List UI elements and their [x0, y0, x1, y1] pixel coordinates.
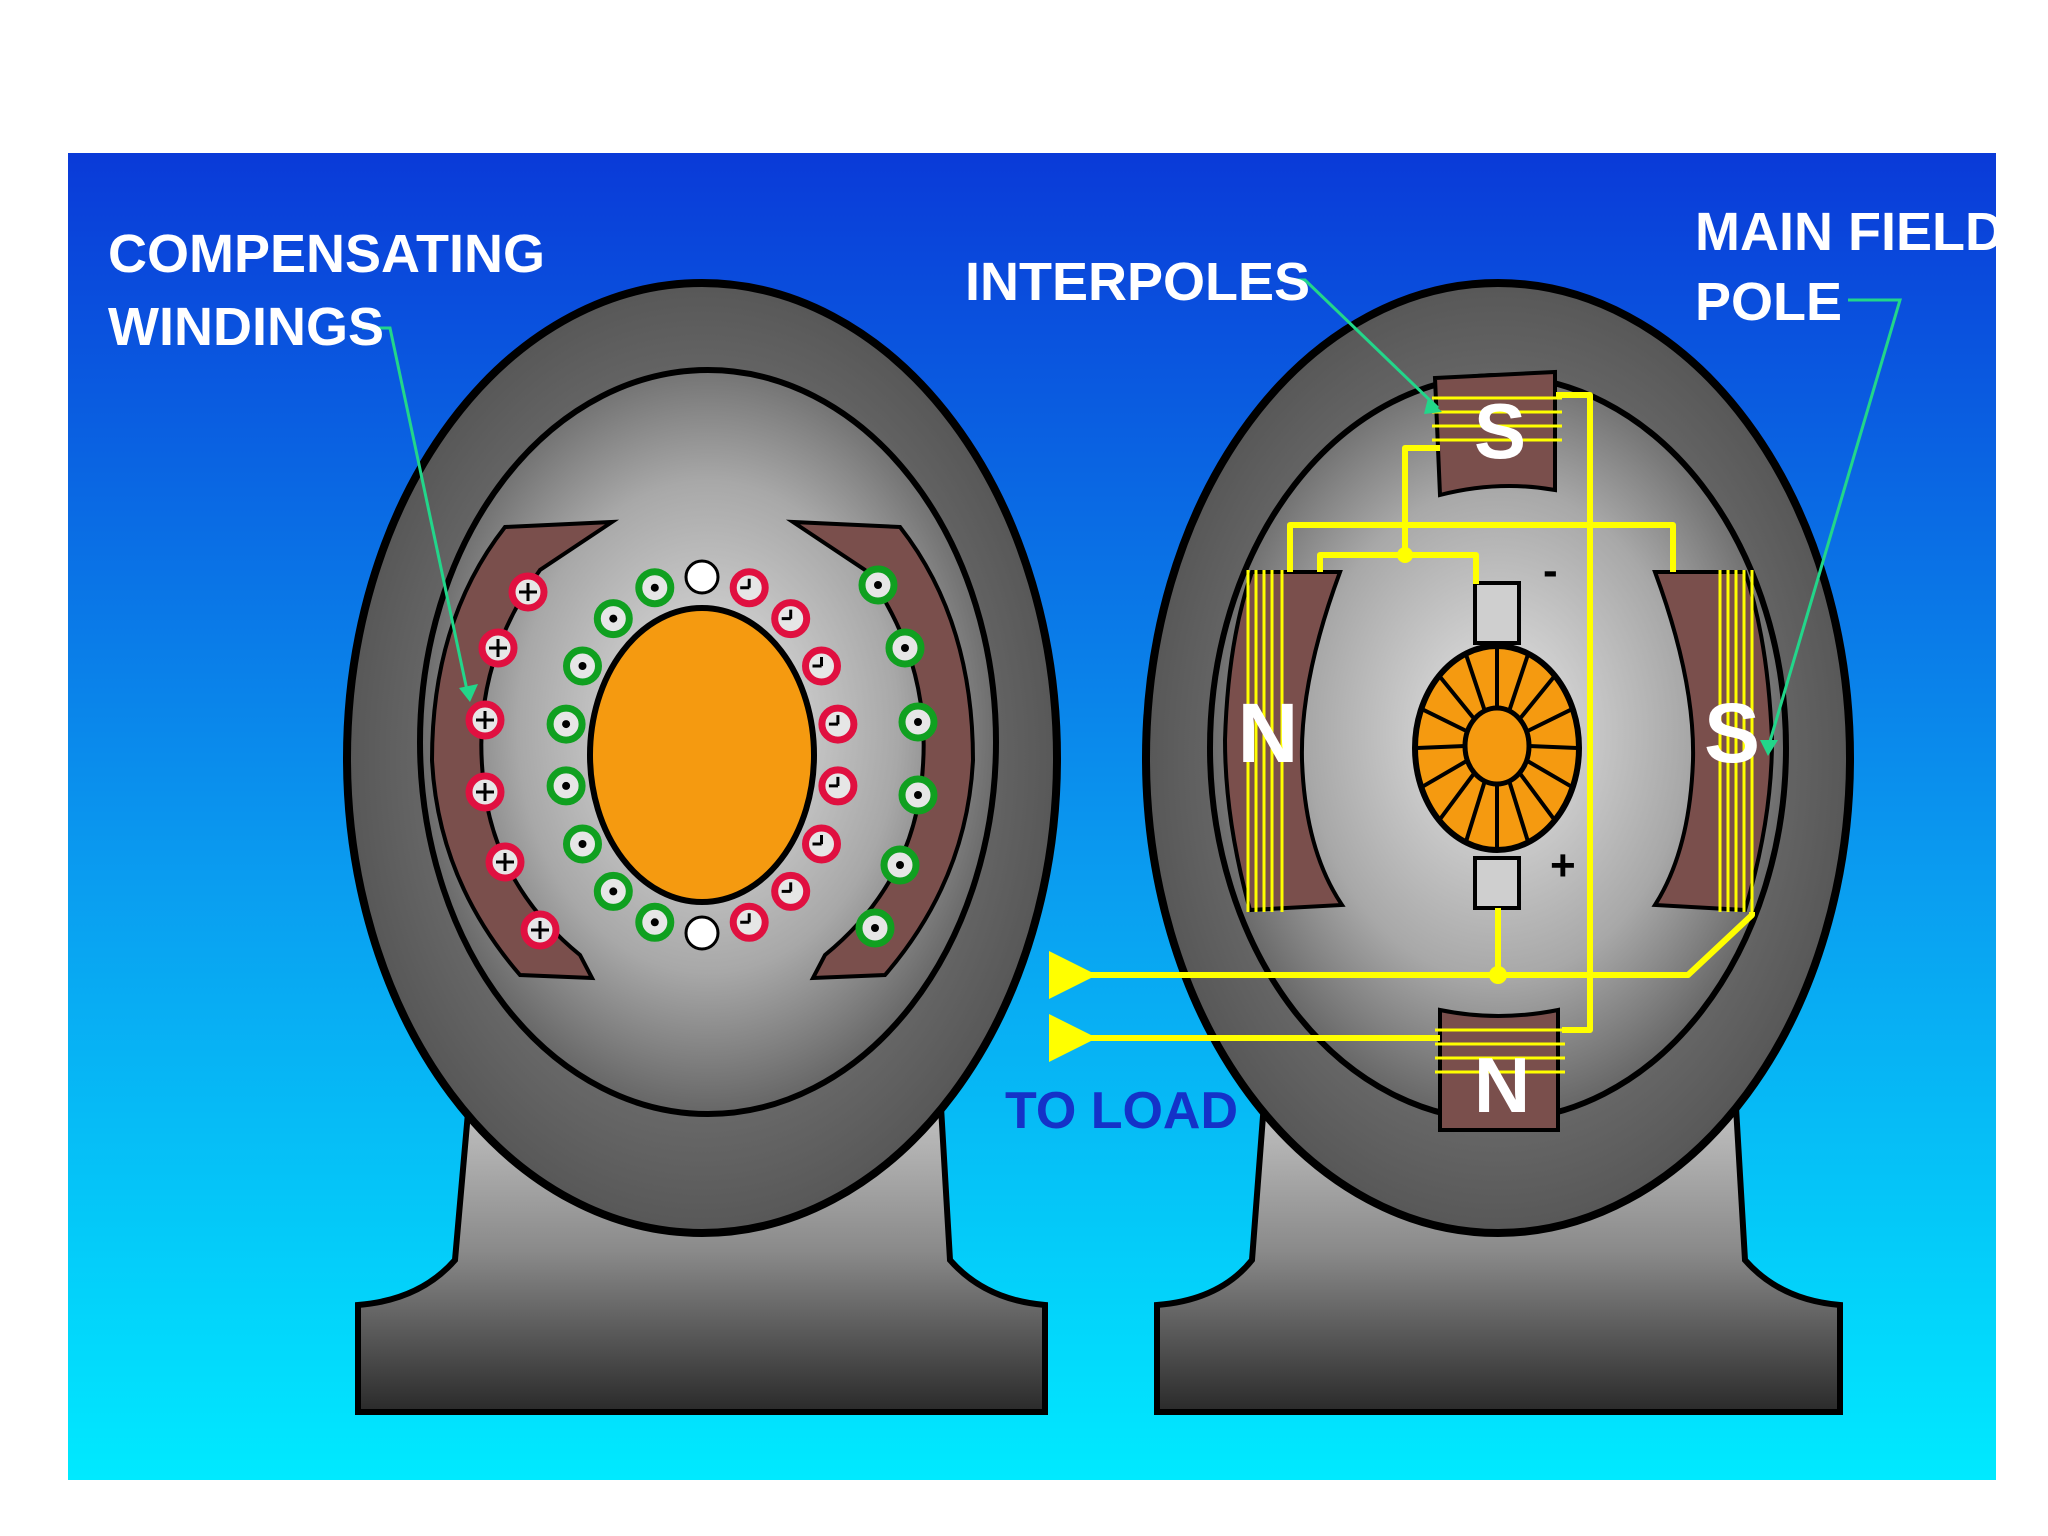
left-pole-piece-left [429, 519, 620, 981]
brush-bottom [1473, 856, 1521, 910]
compensating-conductor-mark [496, 853, 514, 871]
compensating-conductor-mark [489, 639, 507, 657]
armature-slot [1438, 676, 1476, 721]
armature-slot [1416, 744, 1466, 750]
rotor-conductor-mark [562, 720, 571, 729]
armature-slot [1517, 771, 1556, 820]
armature-slot [1464, 654, 1487, 712]
compensating-conductor-mark [519, 583, 537, 601]
armature-slot [1525, 707, 1572, 734]
compensating-conductor-mark [896, 861, 904, 869]
junction-bottom [1489, 966, 1507, 984]
left-motor [343, 279, 1061, 1415]
left-rotor [587, 605, 817, 905]
compensating-conductor-mark [531, 921, 549, 939]
armature-slot [1422, 707, 1469, 734]
compensating-conductor-mark [476, 783, 494, 801]
compensating-leader [362, 326, 470, 696]
rotor-conductor-mark [609, 614, 618, 623]
rotor-conductor-mark [828, 776, 840, 788]
compensating-conductor-mark [901, 644, 909, 652]
brush-bottom-polarity: + [1550, 841, 1576, 890]
armature-slot [1507, 780, 1530, 841]
label-main-field-line1: MAIN FIELD [1695, 202, 2004, 262]
interpoles-leader [1280, 278, 1440, 410]
main-pole-right-letter: S [1704, 686, 1760, 780]
label-interpoles: INTERPOLES [965, 252, 1310, 312]
main-pole-right-coil [1718, 570, 1754, 912]
interpole-bottom-letter: N [1474, 1041, 1530, 1129]
brush-top [1473, 581, 1521, 645]
right-motor: S N N S - + [1049, 279, 1854, 1415]
main-field-leader-arrowhead [1760, 740, 1778, 756]
rotor-conductor-mark [812, 657, 823, 668]
rotor-conductor [684, 915, 720, 951]
label-main-field-line2: POLE [1695, 272, 1842, 332]
interpoles-leader-arrowhead [1424, 398, 1442, 414]
rotor-conductor-mark [781, 609, 793, 621]
rotor-conductor-mark [740, 913, 751, 924]
rotor-conductor-mark [740, 578, 751, 590]
rotor-conductor-mark [578, 840, 587, 848]
rotor-conductor [684, 559, 720, 595]
armature-slot [1518, 676, 1556, 721]
left-pole-piece-right [785, 519, 976, 981]
commutator-hub [1462, 705, 1532, 787]
armature-slot [1528, 744, 1578, 750]
rotor-conductor-mark [812, 835, 823, 846]
rotor-conductor-mark [650, 583, 659, 592]
interpole-bottom [1438, 1007, 1560, 1132]
main-pole-left-coil [1246, 570, 1284, 912]
main-field-leader [1766, 298, 1903, 749]
compensating-conductor-mark [874, 581, 882, 589]
rotor-conductor-mark [828, 715, 840, 726]
compensating-conductor-mark [914, 791, 922, 799]
brush-top-polarity: - [1543, 546, 1558, 595]
interpole-top-coil [1432, 396, 1562, 442]
junction-top [1397, 547, 1413, 563]
armature-slot [1507, 654, 1530, 712]
interpole-top [1432, 369, 1557, 498]
rotor-conductor-mark [650, 918, 659, 927]
compensating-conductor-mark [914, 718, 922, 726]
main-pole-left-letter: N [1238, 686, 1299, 780]
rotor-conductor-mark [562, 781, 571, 790]
armature-slot [1422, 758, 1469, 789]
label-compensating-line2: WINDINGS [108, 297, 384, 357]
leader-lines [362, 278, 1903, 749]
compensating-conductor-mark [871, 924, 879, 932]
armature-slot [1464, 780, 1487, 841]
interpole-top-letter: S [1474, 387, 1526, 475]
armature-slot [1525, 758, 1572, 789]
compensating-leader-arrowhead [459, 684, 478, 702]
rotor-conductor-mark [609, 887, 618, 896]
rotor-conductor-mark [578, 662, 587, 670]
label-to-load: TO LOAD [1005, 1082, 1238, 1140]
interpole-bottom-coil [1435, 1028, 1565, 1074]
label-compensating-line1: COMPENSATING [108, 224, 545, 284]
rotor-conductor-mark [781, 882, 793, 893]
compensating-conductor-mark [476, 711, 494, 729]
armature-slot [1438, 771, 1477, 820]
